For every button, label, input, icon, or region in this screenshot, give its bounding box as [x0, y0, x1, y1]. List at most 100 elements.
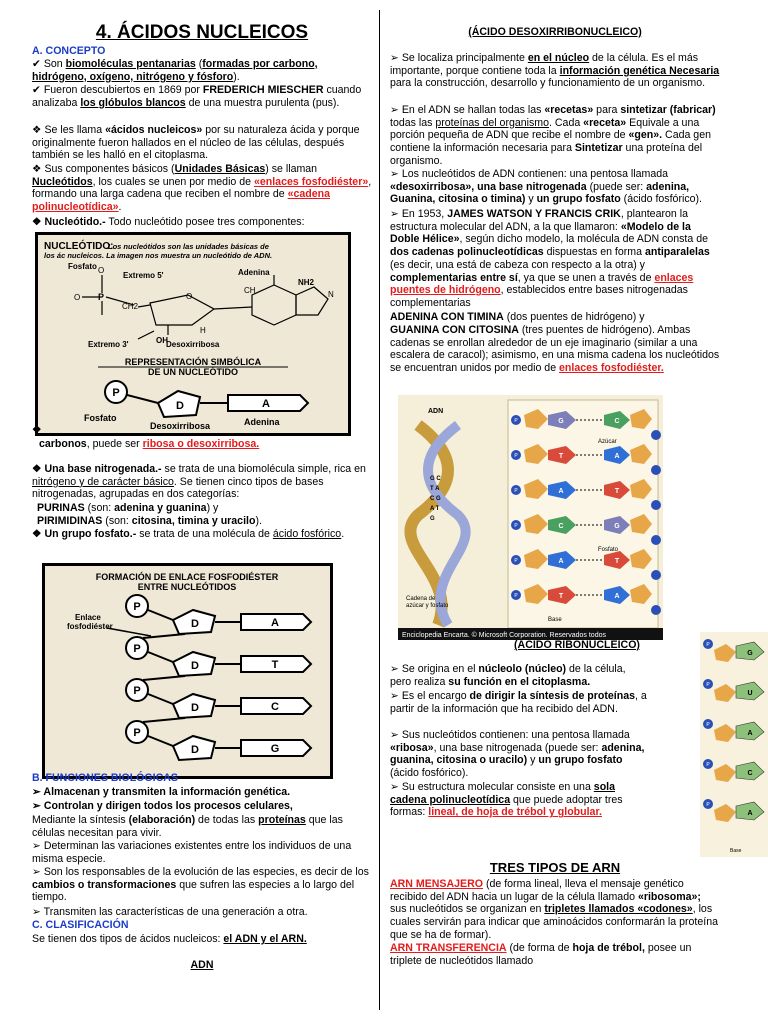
section-clasificacion: C. CLASIFICACIÓN	[32, 919, 129, 931]
rna-nucleotide: PU	[703, 679, 765, 702]
sugar-shape	[524, 584, 548, 604]
arn-subheading: (ÁCIDO RIBONUCLEICO)	[514, 639, 640, 651]
rna-base-letter: A	[747, 810, 752, 817]
fig3-fosfato: Fosfato	[598, 547, 619, 553]
fosfodiester-bond	[142, 675, 186, 681]
base-shape	[240, 739, 313, 757]
phosphate-dot	[511, 590, 521, 600]
adn-item-1: ➢ Se localiza principalmente en el núcle…	[390, 52, 720, 90]
base-left	[548, 411, 576, 429]
base-shape	[735, 801, 765, 821]
phosphate-dot	[511, 485, 521, 495]
fig1-rep-title-1: REPRESENTACIÓN SIMBÓLICA	[125, 356, 262, 367]
phosphate-dot	[511, 555, 521, 565]
phosphate-circle	[125, 594, 149, 618]
phosphate-label: P	[133, 685, 140, 697]
fig1-desc-2: los ác nucleicos. La imagen nos muestra …	[44, 251, 272, 260]
funcion-4: ➢ Son los responsables de la evolución d…	[32, 866, 369, 904]
guanina-citosina: GUANINA CON CITOSINA (tres puentes de hi…	[390, 324, 720, 375]
adenina-timina: ADENINA CON TIMINA (dos puentes de hidró…	[390, 311, 645, 323]
phosphate-dot	[703, 679, 713, 689]
helix-letter: T A	[430, 486, 440, 492]
funcion-2: ➢ Controlan y dirigen todos los procesos…	[32, 800, 293, 812]
adn-item-3: ➢ Los nucleótidos de ADN contienen: una …	[390, 168, 702, 206]
phosphate-dot	[511, 450, 521, 460]
sugar-shape	[630, 549, 652, 569]
fig4-base: Base	[730, 848, 742, 854]
phosphate-p: P	[706, 802, 710, 808]
fig3-base: Base	[548, 617, 562, 623]
sugar-pentagon	[171, 692, 217, 720]
base-letter-right: A	[614, 453, 619, 460]
nucleotide-figure: NUCLEÓTIDO: Los nucleótidos son las unid…	[35, 232, 351, 436]
purinas-item: PURINAS (son: adenina y guanina) y	[37, 502, 219, 514]
concept-item-1: ✔ Son biomoléculas pentanarias (formadas…	[32, 58, 318, 83]
funcion-2-detail: Mediante la síntesis (elaboración) de to…	[32, 814, 343, 839]
base-shape	[735, 641, 765, 661]
bond-line	[147, 693, 174, 705]
fig1-oh: OH	[156, 336, 168, 345]
adn-item-4: ➢ En 1953, JAMES WATSON Y FRANCIS CRIK, …	[390, 208, 710, 309]
adn-item-2: ➢ En el ADN se hallan todas las «recetas…	[390, 104, 716, 167]
fig1-adenina: Adenina	[238, 268, 270, 277]
phosphate-dot	[651, 605, 661, 615]
column-divider	[379, 10, 380, 1010]
sugar-shape	[630, 479, 652, 499]
fig1-desc-1: Los nucleótidos son las unidades básicas…	[108, 242, 269, 251]
funcion-1: ➢ Almacenan y transmiten la información …	[32, 786, 291, 798]
arn-item-1: ➢ Se origina en el núcleolo (núcleo) de …	[390, 663, 626, 688]
base-nitrogenada-item: ❖ Una base nitrogenada.- se trata de una…	[32, 463, 366, 501]
rna-base-letter: U	[747, 690, 752, 697]
phosphate-circle	[125, 678, 149, 702]
concept-item-5: ❖ Nucleótido.- Todo nucleótido posee tre…	[32, 216, 305, 228]
fig1-rep-title-2: DE UN NUCLEÓTIDO	[148, 366, 238, 377]
fig1-fosfato: Fosfato	[68, 262, 97, 271]
phosphate-p: P	[706, 762, 710, 768]
phosphate-dot	[651, 535, 661, 545]
phosphate-label: P	[133, 643, 140, 655]
adn-subheading: (ÁCIDO DESOXIRRIBONUCLEICO)	[468, 26, 642, 38]
fig1-desoxi-label: Desoxirribosa	[150, 421, 211, 431]
concept-item-3: ❖ Se les llama «ácidos nucleicos» por su…	[32, 124, 360, 162]
base-shape	[240, 613, 313, 631]
phosphate-label: P	[133, 601, 140, 613]
sugar-label: D	[191, 702, 199, 714]
phosphate-dot	[703, 759, 713, 769]
base-letter-right: A	[614, 593, 619, 600]
phosphate-dot	[703, 719, 713, 729]
sugar-shape	[524, 409, 548, 429]
helix-letter: G	[430, 516, 435, 522]
phosphate-p: P	[514, 558, 518, 564]
sugar-shape	[524, 514, 548, 534]
phosphate-dot	[651, 430, 661, 440]
sugar-shape	[714, 644, 736, 662]
sugar-label: D	[191, 660, 199, 672]
phosphate-circle	[125, 636, 149, 660]
sugar-shape	[714, 684, 736, 702]
rna-base-letter: A	[747, 730, 752, 737]
fig2-title-1: FORMACIÓN DE ENLACE FOSFODIÉSTER	[96, 571, 279, 582]
base-left	[548, 551, 576, 569]
bond-line	[147, 651, 174, 663]
fig1-extremo3: Extremo 3'	[88, 340, 129, 349]
fig1-nh2: NH2	[298, 278, 315, 287]
base-letter-right: T	[615, 558, 620, 565]
funcion-3: ➢ Determinan las variaciones existentes …	[32, 840, 352, 865]
base-letter-left: T	[559, 453, 564, 460]
fig1-fosfato-label: Fosfato	[84, 413, 117, 423]
fig3-cadena-2: azúcar y fosfato	[406, 603, 449, 609]
fig1-ch2: CH2	[122, 302, 139, 311]
phosphate-p: P	[706, 642, 710, 648]
rna-base-letter: G	[747, 650, 753, 657]
adn-heading: ADN	[190, 959, 214, 971]
base-letter-right: C	[614, 418, 619, 425]
section-funciones: B. FUNCIONES BIOLÓGICAS	[32, 772, 178, 784]
base-shape	[735, 761, 765, 781]
phosphate-dot	[651, 570, 661, 580]
pirimidinas-item: PIRIMIDINAS (son: citosina, timina y ura…	[37, 515, 262, 527]
